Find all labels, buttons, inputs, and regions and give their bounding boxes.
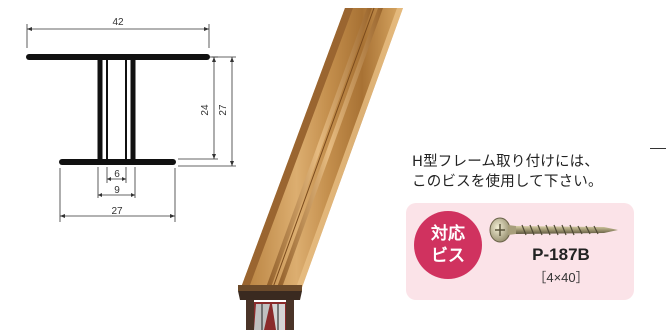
screw-size-label: ［4×40］ bbox=[533, 270, 589, 285]
cropped-right-column bbox=[650, 0, 666, 333]
dimension-arrows bbox=[27, 27, 234, 218]
dim-web-gap: 6 bbox=[114, 169, 120, 180]
frame-end-profile bbox=[238, 285, 302, 330]
frame-bar-photo bbox=[238, 7, 403, 330]
dim-bottom-width: 27 bbox=[111, 206, 123, 217]
note-line-1: H型フレーム取り付けには、 bbox=[412, 154, 600, 170]
dim-outer-height: 27 bbox=[218, 104, 229, 116]
compatible-screw-card: 対応 ビス bbox=[406, 203, 634, 300]
screw-product-code: P-187B bbox=[532, 245, 590, 264]
dim-inner-height: 24 bbox=[200, 104, 211, 116]
compatible-screw-badge: 対応 ビス bbox=[414, 211, 482, 279]
note-line-2: このビスを使用して下さい。 bbox=[412, 174, 603, 190]
dim-web-outer: 9 bbox=[114, 185, 120, 196]
cropped-table-top-border bbox=[650, 148, 666, 149]
cross-section-drawing: 42 24 27 6 9 27 bbox=[26, 17, 236, 222]
badge-line-2: ビス bbox=[431, 246, 465, 266]
h-profile-shape bbox=[26, 54, 210, 165]
dim-top-width: 42 bbox=[112, 17, 124, 28]
screw-icon bbox=[489, 217, 618, 243]
badge-line-1: 対応 bbox=[431, 224, 465, 244]
screw-usage-note: H型フレーム取り付けには、 このビスを使用して下さい。 bbox=[412, 152, 652, 192]
